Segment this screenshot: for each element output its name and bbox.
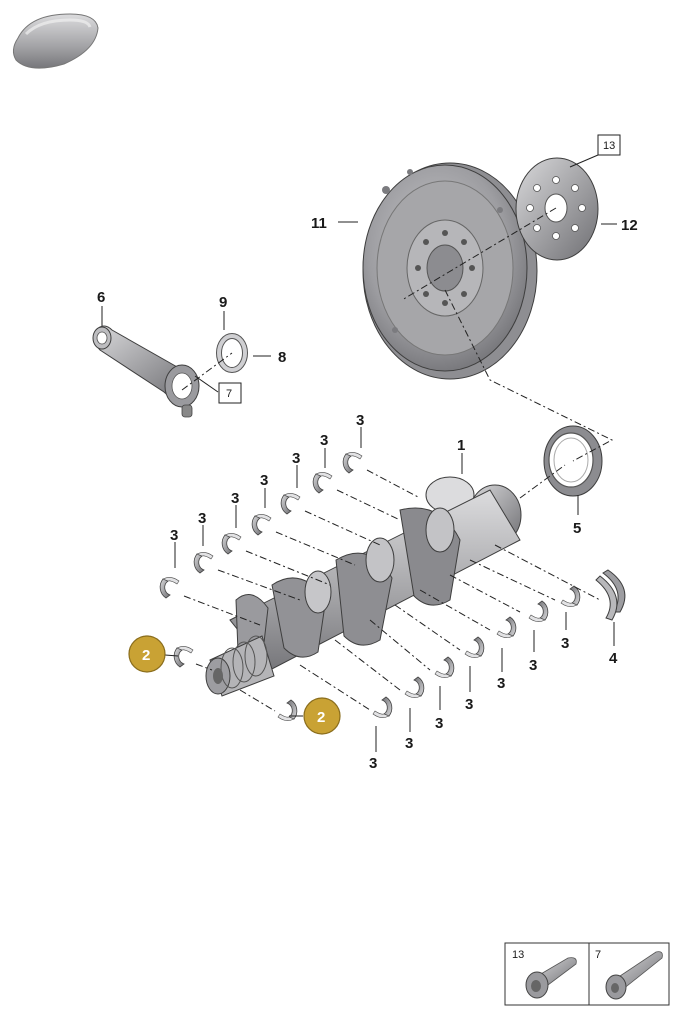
badge-thrust-washer-rear[interactable]: 2 <box>303 697 341 735</box>
label-main-bearing[interactable]: 3 <box>561 635 569 652</box>
boxed-callout-rod-bolt[interactable]: 7 <box>218 382 242 404</box>
crankshaft <box>205 476 522 697</box>
label-big-end-bearing-lower[interactable]: 8 <box>278 349 286 366</box>
badge-thrust-washer-front[interactable]: 2 <box>128 635 166 673</box>
svg-text:7: 7 <box>226 388 232 400</box>
svg-text:2: 2 <box>317 709 325 726</box>
label-thrust-ring[interactable]: 4 <box>609 650 618 667</box>
label-big-end-bearing-upper[interactable]: 9 <box>219 294 227 311</box>
fastener-legend: 13 7 <box>504 942 670 1006</box>
boxed-callout-flywheel-bolt[interactable]: 13 <box>597 134 621 156</box>
label-connecting-rod[interactable]: 6 <box>97 289 105 306</box>
label-crankshaft[interactable]: 1 <box>457 437 465 454</box>
label-main-bearing[interactable]: 3 <box>405 735 413 752</box>
svg-text:13: 13 <box>603 140 615 152</box>
spacer-plate <box>515 157 599 261</box>
label-main-bearing[interactable]: 3 <box>292 450 300 467</box>
label-main-bearing[interactable]: 3 <box>356 412 364 429</box>
big-end-bearing <box>216 333 248 373</box>
legend-label-13[interactable]: 13 <box>512 949 524 961</box>
thrust-ring <box>595 569 626 621</box>
label-main-bearing[interactable]: 3 <box>529 657 537 674</box>
component-pill-icon[interactable] <box>12 13 99 69</box>
label-main-bearing[interactable]: 3 <box>497 675 505 692</box>
label-main-bearing[interactable]: 3 <box>170 527 178 544</box>
label-main-bearing[interactable]: 3 <box>435 715 443 732</box>
rod-bolt-icon <box>605 951 663 1000</box>
flywheel-bolt-icon <box>525 957 577 999</box>
leader-lines <box>101 154 617 752</box>
flywheel <box>362 162 538 380</box>
main-bearing-shells-lower <box>372 585 581 718</box>
label-main-bearing[interactable]: 3 <box>231 490 239 507</box>
label-main-bearing[interactable]: 3 <box>198 510 206 527</box>
callout-labels: 11 12 6 9 8 1 5 4 3 3 3 3 3 3 3 3 3 3 3 … <box>97 215 638 772</box>
label-flywheel[interactable]: 11 <box>311 215 327 232</box>
svg-text:2: 2 <box>142 647 150 664</box>
label-spacer-plate[interactable]: 12 <box>621 217 638 234</box>
label-main-bearing[interactable]: 3 <box>320 432 328 449</box>
label-main-bearing[interactable]: 3 <box>465 696 473 713</box>
legend-label-7[interactable]: 7 <box>595 949 601 961</box>
connecting-rod <box>92 325 200 418</box>
label-main-bearing[interactable]: 3 <box>260 472 268 489</box>
label-main-bearing[interactable]: 3 <box>369 755 377 772</box>
label-shaft-seal[interactable]: 5 <box>573 520 581 537</box>
alignment-lines <box>181 207 614 712</box>
